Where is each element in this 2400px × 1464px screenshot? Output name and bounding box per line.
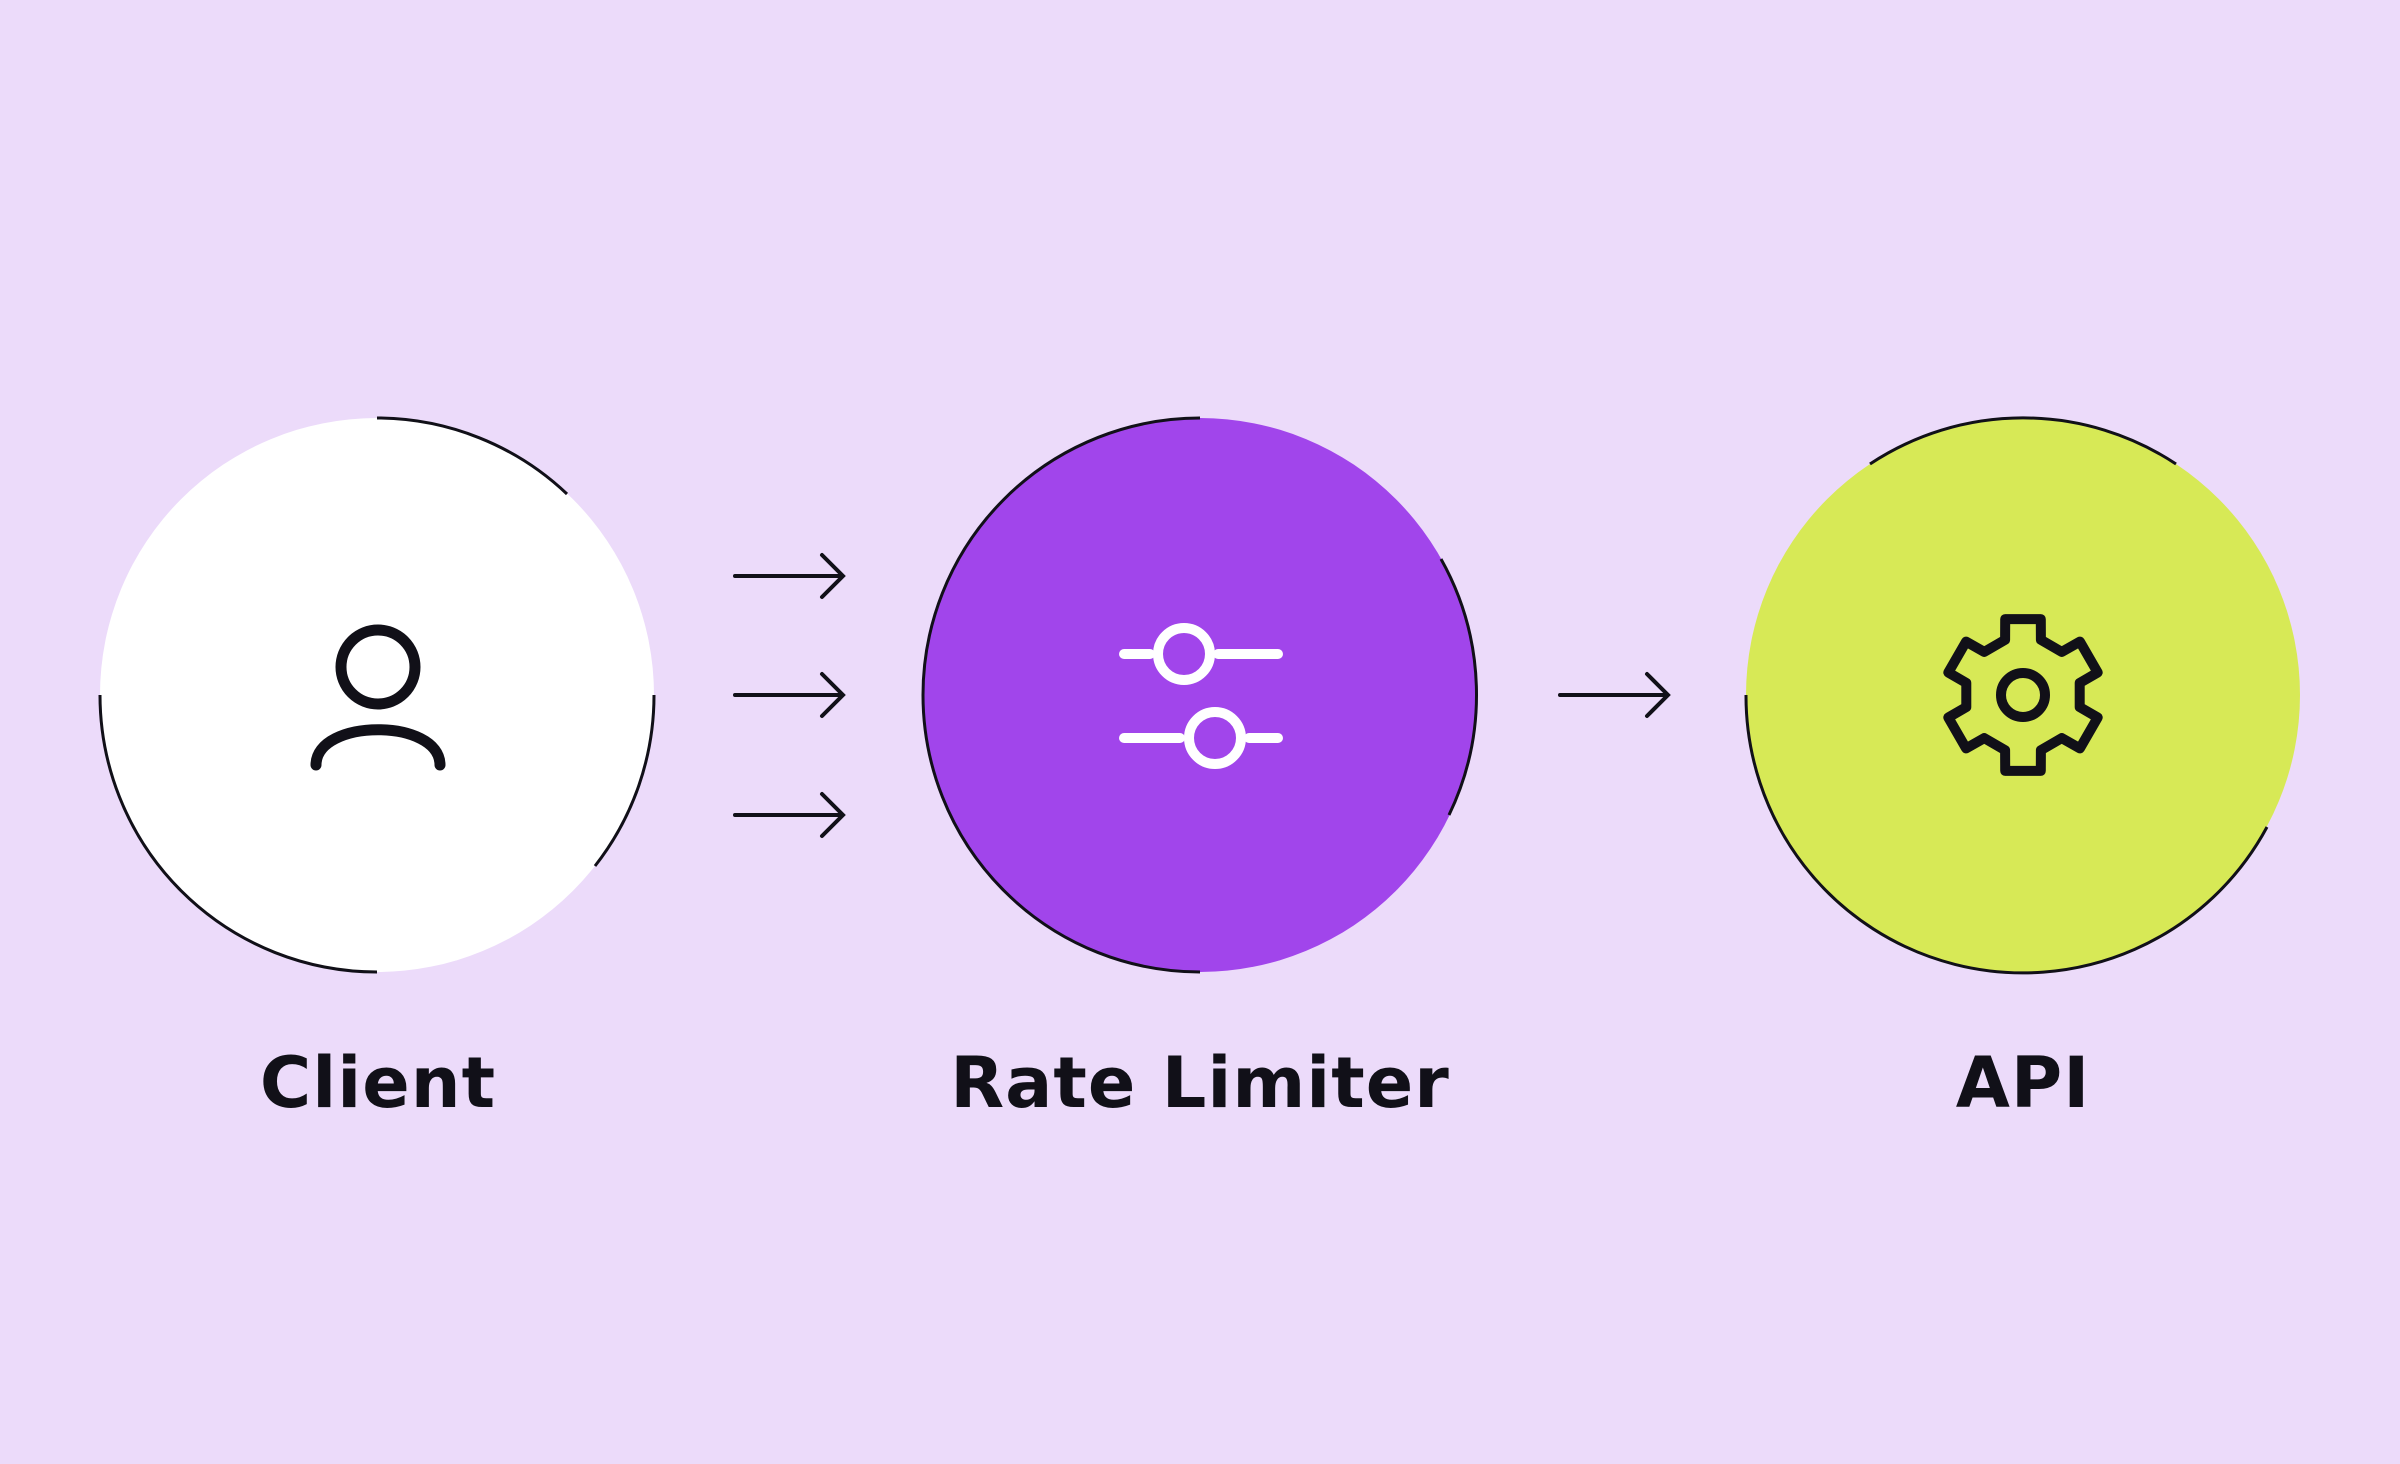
rate-limiter-circle <box>923 418 1477 972</box>
api-circle-outline <box>1744 694 2269 975</box>
arrow-client-to-limiter-2 <box>733 672 846 718</box>
api-circle-outline <box>1869 416 2177 466</box>
client-node <box>98 416 656 974</box>
sliders-icon <box>1119 623 1283 769</box>
arrow-client-to-limiter-3 <box>733 792 846 838</box>
client-circle <box>100 418 654 972</box>
rate-limiter-circle-outline <box>1439 558 1478 816</box>
arrow-client-to-limiter-1 <box>733 553 846 599</box>
api-label: API <box>1955 1042 2091 1124</box>
arrow-limiter-to-api <box>1558 672 1671 718</box>
user-icon <box>310 624 446 771</box>
client-label: Client <box>259 1042 497 1124</box>
rate-limiter-node <box>921 416 1478 974</box>
client-circle-outline <box>593 694 656 867</box>
gear-icon <box>1943 614 2103 776</box>
api-circle <box>1746 418 2300 972</box>
client-circle-outline <box>98 694 378 974</box>
rate-limiter-circle-outline <box>921 416 1201 974</box>
api-node <box>1744 416 2300 975</box>
client-circle-outline <box>376 416 569 496</box>
rate-limiter-label: Rate Limiter <box>950 1042 1450 1124</box>
